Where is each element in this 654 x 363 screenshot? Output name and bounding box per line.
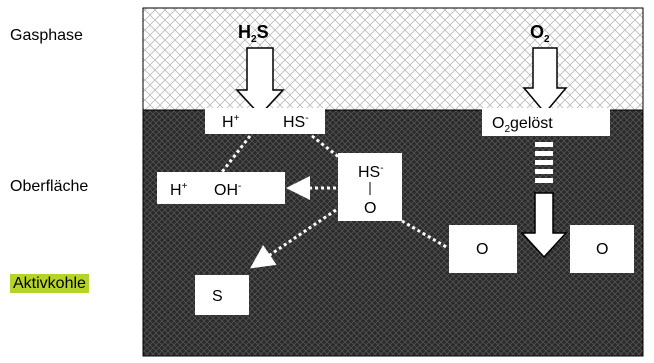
o2-dissolved-box	[482, 108, 610, 136]
h-plus-2-text: H+	[170, 181, 188, 199]
o2-label: O2	[530, 22, 550, 45]
h2s-label: H2S	[238, 22, 269, 45]
h2s-arrow	[235, 47, 285, 117]
h-to-hoh-arrow	[220, 135, 252, 173]
sulfur-text: S	[212, 288, 223, 305]
sulfur-box	[195, 275, 249, 315]
oxygen-left-box	[449, 225, 517, 273]
carbon-surface-region	[142, 109, 644, 357]
gas-phase-region	[142, 7, 644, 111]
label-activated-carbon: Aktivkohle	[10, 274, 89, 293]
o2-dissolved-text: O2gelöst	[492, 115, 553, 135]
h-plus-text: H+	[222, 113, 240, 131]
o2-diffusion-dashes	[535, 142, 553, 183]
oh-minus-text: OH-	[214, 181, 241, 199]
hs-minus-text: HS-	[283, 113, 309, 131]
h-hs-box	[205, 108, 325, 134]
hso-to-oxygen-arrow	[401, 219, 449, 250]
highlighted-text: Aktivkohle	[10, 274, 89, 293]
oxygen-right-box	[570, 225, 634, 273]
oxygen-left-text: O	[476, 241, 488, 258]
o2-dissociation-arrow	[520, 192, 568, 259]
oxygen-right-text: O	[596, 241, 608, 258]
label-surface: Oberfläche	[10, 178, 89, 195]
o2-arrow	[522, 47, 568, 115]
label-gas-phase: Gasphase	[10, 27, 83, 44]
hs-o-top-text: HS-	[358, 163, 384, 181]
hs-o-bottom-text: O	[364, 200, 376, 217]
to-sulfur-arrow	[250, 208, 337, 269]
h-oh-box	[157, 172, 285, 204]
